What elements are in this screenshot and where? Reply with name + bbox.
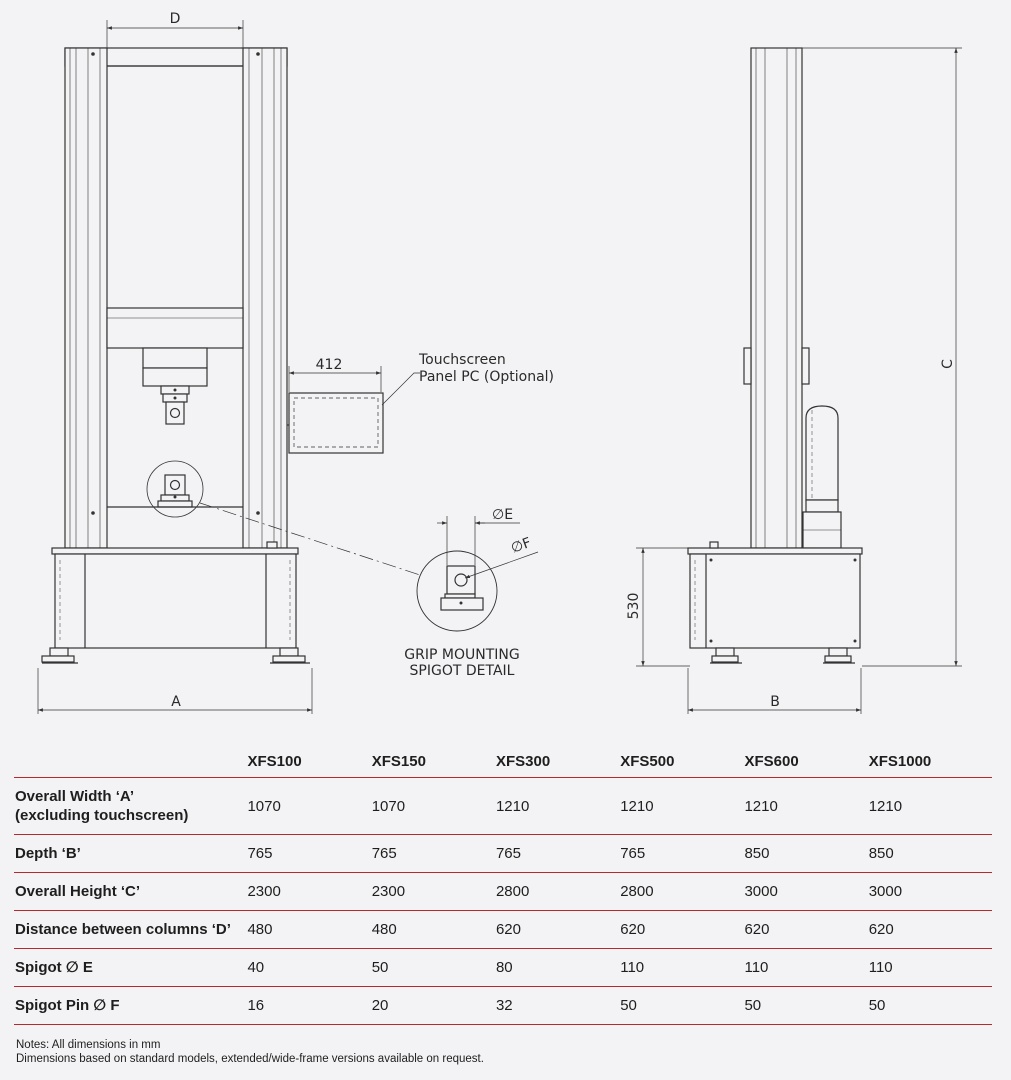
dimension-a-label: A <box>171 694 181 710</box>
row-label: Spigot Pin ∅ F <box>14 986 247 1025</box>
table-cell: 620 <box>619 910 744 949</box>
table-cell: 620 <box>867 910 992 949</box>
dimension-c-label: C <box>940 359 956 369</box>
table-cell: 850 <box>743 834 868 873</box>
table-header-model: XFS600 <box>743 746 868 778</box>
table-cell: 32 <box>494 986 620 1025</box>
table-cell: 50 <box>619 986 744 1025</box>
table-cell: 110 <box>619 948 744 987</box>
dimension-530-label: 530 <box>626 593 642 620</box>
table-cell: 765 <box>370 834 495 873</box>
front-view <box>37 20 421 714</box>
table-cell: 110 <box>867 948 992 987</box>
dimensions-table: XFS100 XFS150 XFS300 XFS500 XFS600 XFS10… <box>14 746 992 1025</box>
dimension-f-label: ∅F <box>509 535 534 557</box>
touchscreen-label-line2: Panel PC (Optional) <box>419 369 554 385</box>
row-label: Overall Height ‘C’ <box>14 872 247 911</box>
table-cell: 3000 <box>743 872 868 911</box>
grip-detail-label-line1: GRIP MOUNTING <box>404 647 519 663</box>
table-row: Overall Width ‘A’ (excluding touchscreen)… <box>14 777 992 835</box>
grip-detail-label-line2: SPIGOT DETAIL <box>410 663 515 679</box>
table-header-model: XFS300 <box>494 746 620 778</box>
table-header-model: XFS500 <box>619 746 744 778</box>
table-cell: 50 <box>370 948 495 987</box>
table-header-model: XFS150 <box>370 746 495 778</box>
table-cell: 620 <box>494 910 620 949</box>
table-cell: 1070 <box>246 777 371 835</box>
table-cell: 80 <box>494 948 620 987</box>
grip-spigot-detail <box>416 516 539 632</box>
table-cell: 3000 <box>867 872 992 911</box>
table-row: Spigot ∅ E 40 50 80 110 110 110 <box>14 948 992 987</box>
technical-drawing: D A B C 412 530 ∅E ∅F Touchscreen Panel … <box>37 11 962 714</box>
table-row: Overall Height ‘C’ 2300 2300 2800 2800 3… <box>14 872 992 911</box>
dimension-b-label: B <box>770 694 780 710</box>
notes-line1: Notes: All dimensions in mm <box>16 1039 161 1051</box>
table-cell: 110 <box>743 948 868 987</box>
table-header-model: XFS1000 <box>867 746 992 778</box>
table-cell: 1210 <box>619 777 744 835</box>
table-cell: 1210 <box>867 777 992 835</box>
table-cell: 850 <box>867 834 992 873</box>
table-cell: 1070 <box>370 777 495 835</box>
row-label: Overall Width ‘A’ (excluding touchscreen) <box>14 777 247 835</box>
row-label-line1: Overall Width ‘A’ <box>15 788 135 805</box>
side-view <box>636 47 962 714</box>
table-cell: 20 <box>370 986 495 1025</box>
table-cell: 50 <box>867 986 992 1025</box>
table-cell: 2300 <box>370 872 495 911</box>
table-cell: 40 <box>246 948 371 987</box>
table-row: Spigot Pin ∅ F 16 20 32 50 50 50 <box>14 986 992 1025</box>
table-row: Distance between columns ‘D’ 480 480 620… <box>14 910 992 949</box>
table-cell: 50 <box>743 986 868 1025</box>
table-header-row: XFS100 XFS150 XFS300 XFS500 XFS600 XFS10… <box>14 746 992 778</box>
notes: Notes: All dimensions in mm Dimensions b… <box>16 1038 484 1066</box>
row-label: Distance between columns ‘D’ <box>14 910 247 949</box>
table-cell: 765 <box>246 834 371 873</box>
table-cell: 2800 <box>494 872 620 911</box>
table-cell: 480 <box>246 910 371 949</box>
touchscreen-label-line1: Touchscreen <box>418 352 506 368</box>
table-cell: 765 <box>619 834 744 873</box>
dimension-412-label: 412 <box>316 357 343 373</box>
table-cell: 620 <box>743 910 868 949</box>
table-row: Depth ‘B’ 765 765 765 765 850 850 <box>14 834 992 873</box>
table-cell: 1210 <box>743 777 868 835</box>
table-cell: 2800 <box>619 872 744 911</box>
row-label-line2: (excluding touchscreen) <box>15 807 189 824</box>
table-header-blank <box>14 746 247 778</box>
table-header-model: XFS100 <box>246 746 371 778</box>
dimension-e-label: ∅E <box>492 507 513 523</box>
dimension-d-label: D <box>170 11 181 27</box>
table-cell: 16 <box>246 986 371 1025</box>
notes-line2: Dimensions based on standard models, ext… <box>16 1053 484 1065</box>
table-cell: 480 <box>370 910 495 949</box>
table-cell: 765 <box>494 834 620 873</box>
row-label: Depth ‘B’ <box>14 834 247 873</box>
table-cell: 2300 <box>246 872 371 911</box>
row-label: Spigot ∅ E <box>14 948 247 987</box>
table-cell: 1210 <box>494 777 620 835</box>
